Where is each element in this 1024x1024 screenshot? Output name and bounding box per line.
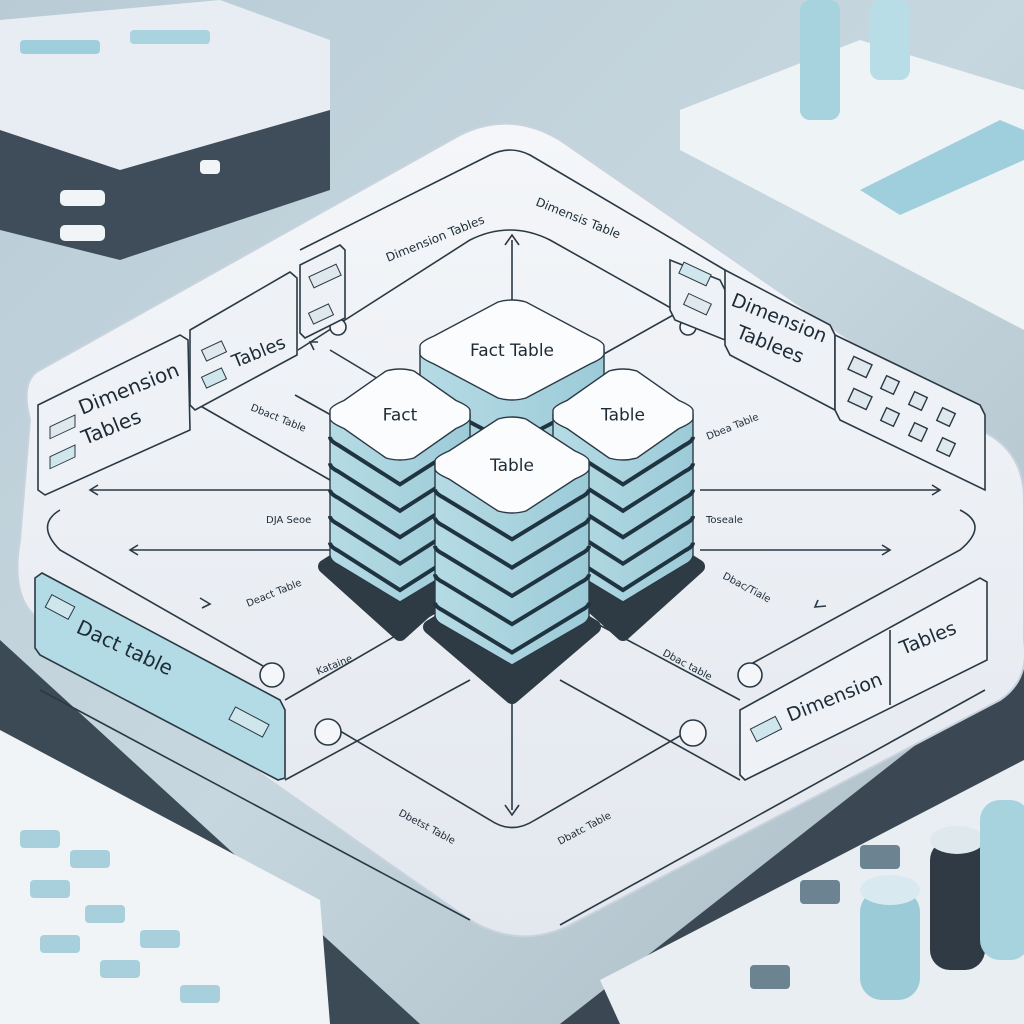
device-decor-top-right xyxy=(680,0,1024,330)
stack-top-face xyxy=(419,299,605,401)
chart-card-bottom-left xyxy=(0,730,330,1024)
stack-layer-line xyxy=(433,489,591,542)
stack-top-face xyxy=(552,368,694,461)
panel-right-icons[interactable] xyxy=(834,333,986,492)
connector-nodes xyxy=(259,318,763,747)
edge-label: DJA Seoe xyxy=(266,515,311,526)
stack-top-face xyxy=(434,416,590,514)
arrowheads xyxy=(88,233,942,817)
stack-top-face xyxy=(329,368,471,461)
stack-layer-line xyxy=(433,602,591,655)
stack-layer-line xyxy=(433,545,591,599)
stack-label: Fact Table xyxy=(470,341,554,361)
connector-lines xyxy=(39,149,986,926)
stack-layer-line xyxy=(433,573,591,627)
field-icon xyxy=(49,414,76,440)
fact-table-stack[interactable]: Table xyxy=(423,416,601,704)
stack-label: Fact xyxy=(383,406,418,426)
panel-left-dimension-tables[interactable]: Dimension Tables xyxy=(37,334,191,496)
stack-label: Table xyxy=(600,406,645,426)
stack-label: Table xyxy=(489,456,534,476)
chart-card-bottom-right xyxy=(600,760,1024,1024)
field-icon xyxy=(49,444,76,470)
edge-label: Toseale xyxy=(705,515,743,526)
stack-layer-line xyxy=(433,517,591,570)
panel-bottom-left-dact-table[interactable]: Dact table xyxy=(34,572,286,781)
panel-bottom-right-dimension-tables[interactable]: Dimension Tables xyxy=(739,577,988,781)
panel-left-tables[interactable]: Tables xyxy=(189,271,298,411)
server-decor-top-left xyxy=(0,0,330,260)
panel-top-left-small[interactable] xyxy=(299,244,346,339)
